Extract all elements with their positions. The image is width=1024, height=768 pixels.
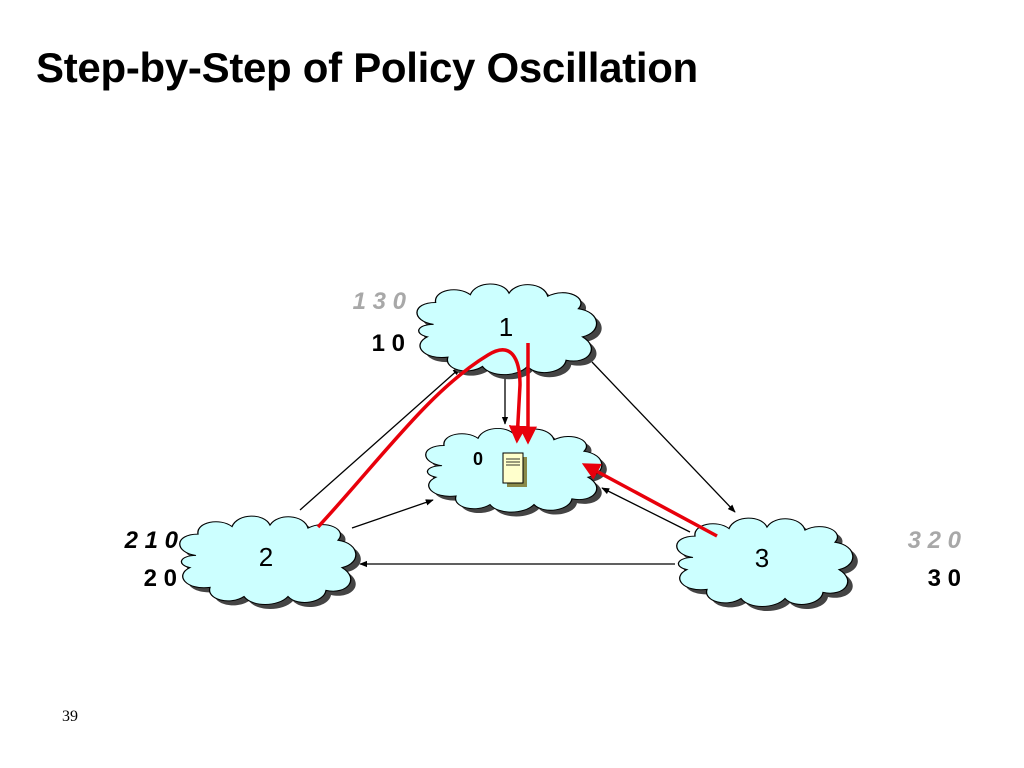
links (299, 361, 736, 568)
node-2-label: 2 (259, 542, 273, 572)
slide-title: Step-by-Step of Policy Oscillation (36, 44, 698, 91)
route-2-1-0 (316, 348, 527, 529)
server-icon (502, 452, 527, 487)
link-2-to-0 (351, 499, 434, 529)
link-2-to-1 (299, 367, 461, 511)
route-arrows (316, 343, 718, 538)
node-1-label: 1 (499, 312, 513, 342)
page-number: 39 (62, 708, 78, 725)
link-1-to-3 (591, 361, 736, 513)
link-3-to-0 (601, 487, 691, 533)
node-0-label: 0 (473, 449, 483, 469)
node-1-preferred-path: 1 3 0 (353, 288, 407, 315)
node-3-preferred-path: 3 2 0 (908, 527, 962, 554)
node-1-current-path: 1 0 (372, 330, 405, 357)
route-3-0 (581, 463, 718, 538)
node-2-preferred-path: 2 1 0 (124, 527, 179, 554)
node-3-label: 3 (755, 543, 769, 573)
node-2-current-path: 2 0 (144, 565, 177, 592)
node-3-current-path: 3 0 (928, 565, 961, 592)
